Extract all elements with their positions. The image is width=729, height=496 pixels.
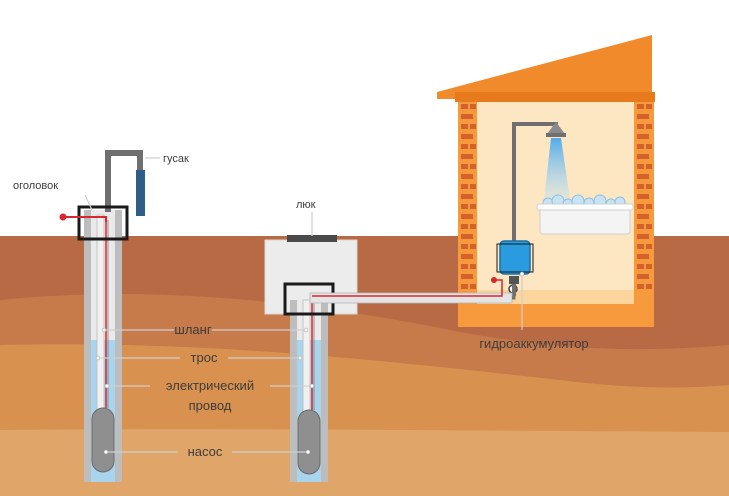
ground-layer-aquifer: [0, 429, 729, 496]
leader-dots: [95, 271, 525, 455]
borehole-casing-left-wall: [84, 210, 91, 482]
power-plug: [59, 213, 67, 221]
leader-head: [84, 194, 93, 211]
borehole-casing-right-wall: [115, 210, 122, 482]
label-cable: трос: [191, 350, 218, 365]
shower-head-base: [546, 133, 566, 137]
house-floor: [477, 290, 634, 304]
label-wire-line2: провод: [189, 398, 232, 413]
well-head-frame: [77, 205, 129, 241]
leader-lines: [84, 157, 523, 453]
shower-spray: [544, 138, 570, 200]
hose-right: [302, 299, 311, 413]
supply-riser: [512, 296, 516, 300]
house-roof: [437, 35, 652, 99]
supply-wire-plug: [491, 277, 497, 283]
accumulator-frame: [496, 243, 534, 273]
house-roof-eave: [455, 92, 655, 102]
pump-left: [91, 407, 115, 473]
label-wire-line1: электрический: [166, 378, 254, 393]
hatch-cover: [287, 235, 337, 242]
borehole-left: [59, 150, 145, 482]
accumulator-tank: [499, 240, 531, 275]
brick-column-right: [637, 104, 652, 289]
label-gooseneck: гусак: [163, 153, 189, 165]
borehole-right-wall-left: [290, 300, 297, 482]
borehole-right-wall-right: [321, 300, 328, 482]
label-hose: шланг: [174, 322, 211, 337]
label-hatch: люк: [296, 199, 316, 211]
gooseneck-spout: [136, 170, 145, 216]
shower-head: [547, 122, 565, 134]
brick-column-left: [461, 104, 476, 289]
label-pump: насос: [188, 444, 223, 459]
house: [437, 35, 655, 327]
pump-right: [297, 409, 321, 475]
gooseneck-pipe: [105, 150, 143, 212]
label-head: оголовок: [13, 180, 58, 192]
accumulator-valve: [509, 276, 519, 284]
power-wire-in: [63, 216, 107, 222]
bathtub-rim: [536, 203, 634, 211]
supply-wire: [312, 279, 503, 297]
supply-line: [309, 277, 516, 304]
supply-pipe: [309, 292, 513, 304]
hose-left: [96, 214, 105, 411]
label-accumulator: гидроаккумулятор: [479, 336, 588, 351]
